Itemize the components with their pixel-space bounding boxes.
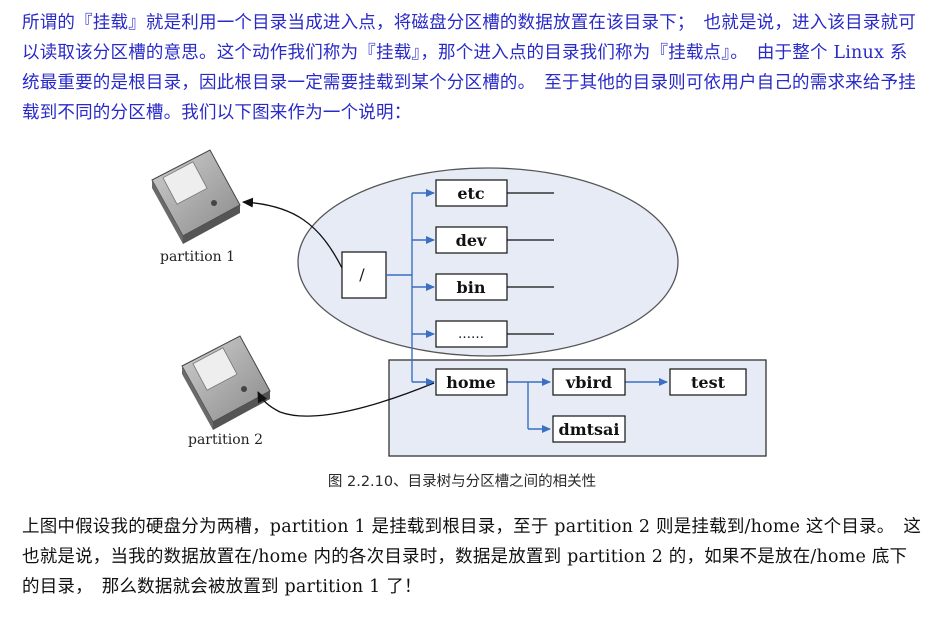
hard-disk-1-icon (151, 149, 241, 244)
dir-vbird: vbird (552, 368, 626, 396)
intro-paragraph: 所谓的『挂载』就是利用一个目录当成进入点，将磁盘分区槽的数据放置在该目录下； 也… (22, 13, 916, 123)
hard-disk-2-icon (181, 335, 271, 430)
partition-2-label: partition 2 (188, 432, 263, 448)
dir-home: home (435, 368, 508, 396)
dir-dmtsai: dmtsai (552, 415, 626, 443)
dir-bin-label: bin (457, 278, 486, 297)
root-dir-box (341, 251, 387, 299)
tree-lines (386, 189, 668, 433)
root-dir-label: / (359, 265, 365, 284)
dir-dots-label: …… (458, 327, 484, 342)
dir-test-label: test (691, 373, 726, 392)
dir-vbird-label: vbird (565, 373, 612, 392)
dir-dots: …… (435, 320, 508, 348)
dir-dev-label: dev (456, 231, 487, 250)
dir-home-label: home (446, 373, 495, 392)
outro-paragraph: 上图中假设我的硬盘分为两槽，partition 1 是挂载到根目录，至于 par… (22, 517, 922, 597)
dir-etc-label: etc (457, 184, 485, 203)
home-to-partition2-arrow (257, 382, 435, 417)
dir-test: test (669, 368, 747, 396)
root-mount-ellipse (297, 167, 679, 357)
dir-etc: etc (435, 179, 508, 207)
dir-bin: bin (435, 273, 508, 301)
root-to-partition1-arrow (242, 197, 343, 269)
dir-stub-lines (507, 192, 554, 335)
dir-dev: dev (435, 226, 508, 254)
figure-caption: 图 2.2.10、目录树与分区槽之间的相关性 (328, 473, 596, 490)
partition-1-label: partition 1 (160, 249, 235, 265)
dir-dmtsai-label: dmtsai (559, 420, 620, 439)
